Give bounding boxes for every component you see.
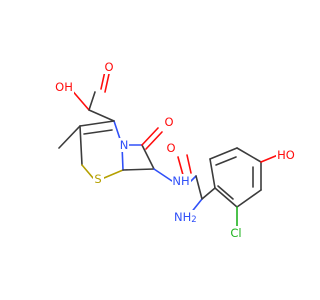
bond-aromatic [209, 147, 238, 160]
bond-c-o-double [141, 127, 159, 146]
bond-c-c [122, 168, 155, 171]
bond-c-c [88, 109, 115, 122]
bond-c-o-double [177, 156, 184, 176]
bond-c-c [79, 125, 83, 166]
ring-sulfur-label: S [94, 172, 101, 186]
bond-s-c [103, 169, 124, 179]
carboxyl-hydroxyl-label: OH [55, 80, 73, 94]
chlorine-label: Cl [230, 226, 241, 240]
bond-c-o-double [145, 131, 163, 150]
bond-c-o-double [186, 154, 192, 174]
bond-c-c-double [83, 129, 113, 135]
amino-group-label: NH2 [174, 210, 197, 225]
bond-c-aryl [201, 187, 216, 200]
bond-aromatic [209, 158, 216, 189]
bond-lines [58, 70, 279, 227]
carboxyl-oxygen-label: O [104, 60, 113, 74]
molecule-structure: OH O N O S NH O NH2 HO Cl [55, 60, 296, 240]
bond-c-methyl [58, 125, 81, 149]
bond-c-nh [153, 168, 173, 182]
bond-c-c [88, 91, 96, 111]
atom-labels: OH O N O S NH O NH2 HO Cl [55, 60, 296, 240]
ring-nitrogen-label: N [120, 138, 129, 152]
amide-oxygen-label: O [166, 141, 175, 155]
bond-c-c-double [79, 120, 115, 127]
amino-subscript-text: 2 [191, 215, 196, 225]
bond-c-s [81, 164, 94, 179]
bond-aromatic [214, 187, 238, 208]
bond-nh-c [190, 175, 197, 182]
bond-c-oh [260, 154, 279, 163]
bond-aromatic [236, 189, 262, 208]
bond-aromatic-inner [217, 185, 234, 200]
bond-aromatic-inner [215, 156, 237, 166]
amino-nh-text: NH [174, 210, 191, 224]
bond-c-c [141, 144, 155, 170]
lactam-oxygen-label: O [164, 115, 173, 129]
phenol-hydroxyl-label: HO [277, 148, 295, 162]
amide-nh-label: NH [172, 174, 189, 188]
bond-c-o-double [104, 73, 110, 93]
bond-aromatic [236, 147, 262, 163]
bond-c-c [195, 175, 203, 200]
